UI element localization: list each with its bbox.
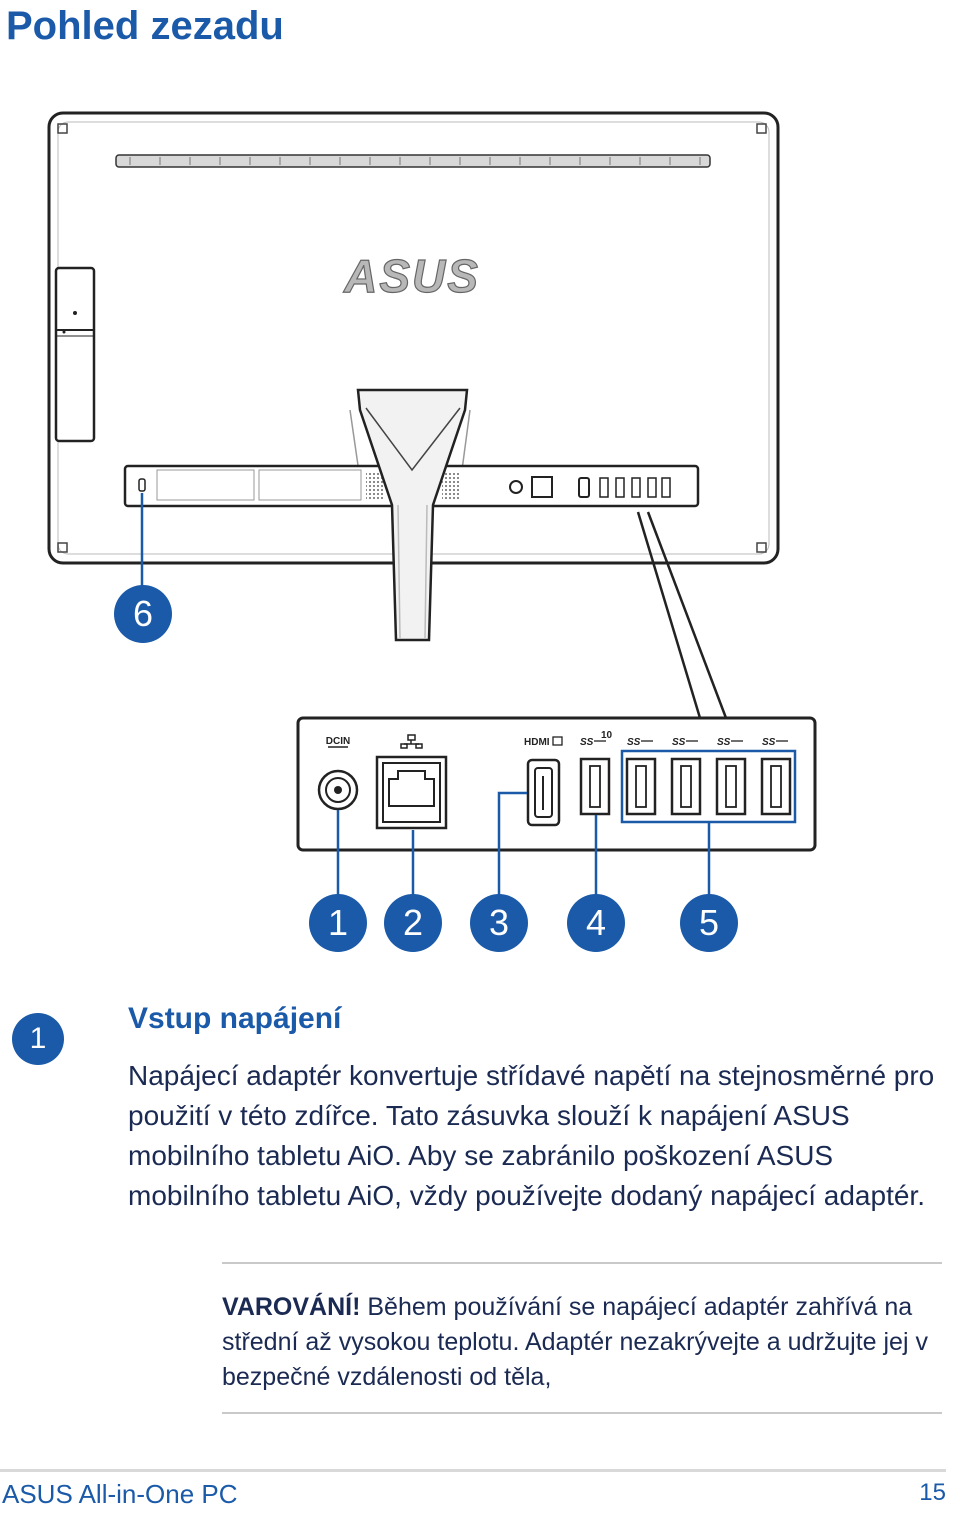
callout-5: 5	[680, 894, 738, 952]
warning-bottom-rule	[222, 1412, 942, 1414]
usb-10gbps-port	[579, 757, 611, 816]
usb-port	[625, 757, 657, 816]
usb-port	[670, 757, 702, 816]
footer-product: ASUS All-in-One PC	[2, 1479, 238, 1509]
page-number: 15	[919, 1479, 946, 1506]
callout-1: 1	[309, 894, 367, 952]
rear-view-diagram: ASUS DCIN	[47, 111, 817, 898]
svg-text:SS: SS	[762, 737, 776, 748]
lan-port	[375, 755, 448, 830]
warning-text: Během používání se napájecí adaptér zahř…	[222, 1293, 928, 1391]
network-icon	[400, 734, 423, 749]
callout-4: 4	[567, 894, 625, 952]
stand	[356, 388, 469, 642]
svg-text:SS: SS	[580, 737, 594, 748]
top-vent	[115, 154, 711, 168]
section-body: Napájecí adaptér konvertuje střídavé nap…	[128, 1060, 935, 1211]
footer-rule	[0, 1469, 946, 1472]
warning-note: VAROVÁNÍ! Během používání se napájecí ad…	[222, 1290, 947, 1395]
svg-text:SS: SS	[717, 737, 731, 748]
asus-logo: ASUS	[343, 250, 480, 302]
svg-text:HDMI: HDMI	[524, 737, 550, 748]
usb-port	[760, 757, 792, 816]
callout-6: 6	[114, 585, 172, 643]
kensington-lock-slot	[138, 478, 146, 492]
page-title: Pohled zezadu	[6, 4, 284, 48]
section-number-badge: 1	[12, 1013, 64, 1065]
warning-label: VAROVÁNÍ!	[222, 1293, 361, 1321]
svg-text:SS: SS	[672, 737, 686, 748]
side-button-panel	[54, 266, 96, 443]
callout-3: 3	[470, 894, 528, 952]
warning-top-rule	[222, 1262, 942, 1264]
svg-text:10: 10	[601, 730, 613, 741]
svg-text:DCIN: DCIN	[326, 736, 350, 747]
callout-2: 2	[384, 894, 442, 952]
usb-port	[715, 757, 747, 816]
svg-text:SS: SS	[627, 737, 641, 748]
section-heading: Vstup napájení	[128, 1002, 342, 1035]
